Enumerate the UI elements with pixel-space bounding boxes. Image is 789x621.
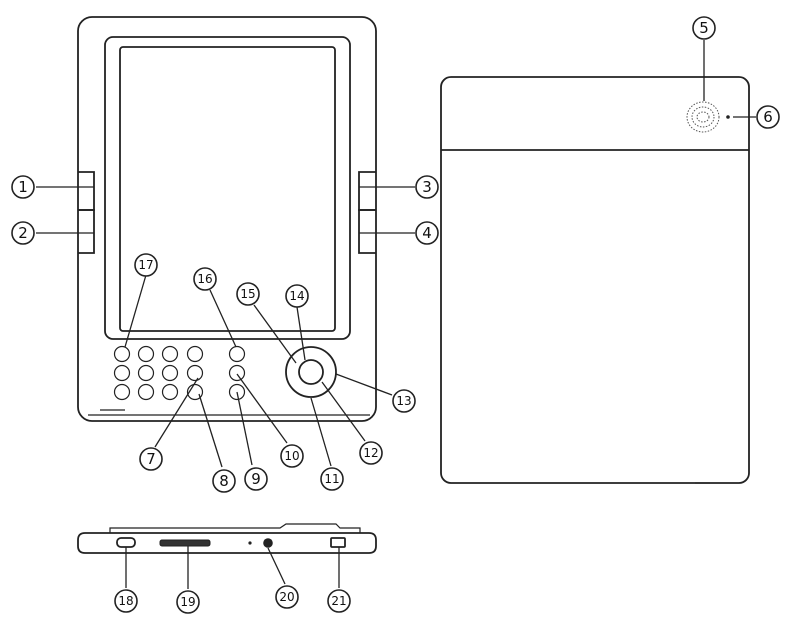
- callout-14: 14: [285, 284, 309, 308]
- card-slot: [159, 539, 211, 547]
- reset-hole: [726, 115, 730, 119]
- callout-3: 3: [415, 175, 439, 199]
- right-page-button-upper: [358, 171, 376, 211]
- callout-9-label: 9: [251, 470, 261, 488]
- callout-4-label: 4: [422, 224, 432, 242]
- port-18: [116, 537, 136, 548]
- callout-6-label: 6: [763, 108, 773, 126]
- callout-13: 13: [392, 389, 416, 413]
- screen-bezel: [104, 36, 351, 340]
- callout-19-label: 19: [180, 595, 195, 609]
- callout-8-label: 8: [219, 472, 229, 490]
- callout-15-label: 15: [240, 287, 255, 301]
- callout-11-label: 11: [324, 472, 339, 486]
- callout-20: 20: [275, 585, 299, 609]
- callout-18: 18: [114, 589, 138, 613]
- callout-8: 8: [212, 469, 236, 493]
- leader-lines: [36, 40, 756, 589]
- callout-11: 11: [320, 467, 344, 491]
- front-view: [77, 16, 377, 422]
- callout-15: 15: [236, 282, 260, 306]
- callout-21-label: 21: [331, 594, 346, 608]
- callout-6: 6: [756, 105, 780, 129]
- callout-5: 5: [692, 16, 716, 40]
- callout-4: 4: [415, 221, 439, 245]
- callout-10-label: 10: [284, 449, 299, 463]
- headphone-jack: [263, 538, 273, 548]
- navigation-pad: [285, 346, 337, 398]
- speaker-grille: [686, 101, 720, 133]
- callout-21: 21: [327, 589, 351, 613]
- callout-1: 1: [11, 175, 35, 199]
- callout-10: 10: [280, 444, 304, 468]
- callout-2: 2: [11, 221, 35, 245]
- right-page-button-lower: [358, 209, 376, 254]
- back-body-outline: [440, 76, 750, 484]
- callouts: 1 2 3 4 5 6 7 8 9 10 11 12 13 14 15 16 1…: [11, 16, 780, 614]
- callout-7: 7: [139, 447, 163, 471]
- callout-9: 9: [244, 467, 268, 491]
- screen: [119, 46, 336, 332]
- usb-port: [330, 537, 346, 548]
- callout-20-label: 20: [279, 590, 294, 604]
- callout-2-label: 2: [18, 224, 28, 242]
- callout-5-label: 5: [699, 19, 709, 37]
- callout-1-label: 1: [18, 178, 28, 196]
- callout-3-label: 3: [422, 178, 432, 196]
- callout-16: 16: [193, 267, 217, 291]
- front-body-outline: [77, 16, 377, 422]
- callout-17-label: 17: [138, 258, 153, 272]
- bottom-edge-outline: [77, 532, 377, 554]
- callout-12-label: 12: [363, 446, 378, 460]
- callout-16-label: 16: [197, 272, 212, 286]
- callout-19: 19: [176, 590, 200, 614]
- left-page-button-lower: [78, 209, 95, 254]
- bottom-edge-view: [77, 523, 377, 554]
- callout-17: 17: [134, 253, 158, 277]
- callout-18-label: 18: [118, 594, 133, 608]
- callout-14-label: 14: [289, 289, 304, 303]
- callout-13-label: 13: [396, 394, 411, 408]
- back-view: [440, 76, 750, 484]
- keypad: [113, 345, 246, 401]
- callout-7-label: 7: [146, 450, 156, 468]
- left-page-button-upper: [78, 171, 95, 211]
- callout-12: 12: [359, 441, 383, 465]
